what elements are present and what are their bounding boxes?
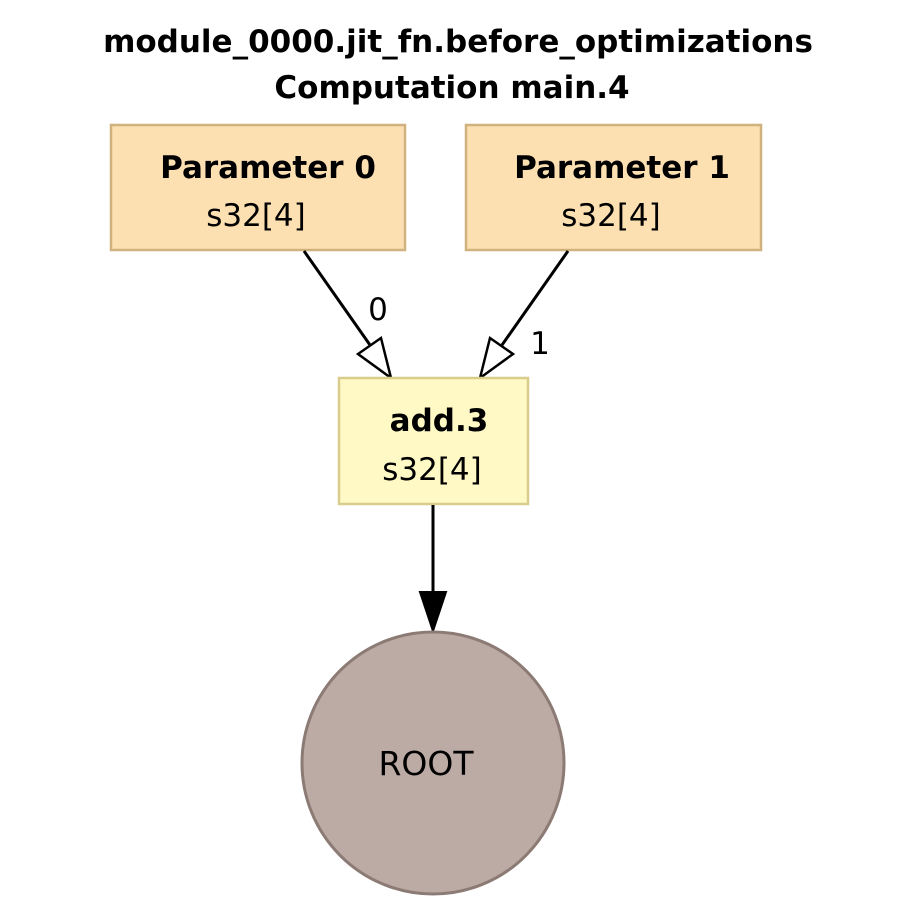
edge-parameter-1-line: [500, 250, 570, 346]
edge-add-to-root: [418, 505, 448, 635]
graph-title-line1: module_0000.jit_fn.before_optimizations: [103, 24, 813, 60]
edge-parameter-0-line: [302, 250, 372, 346]
edge-parameter-1-label: 1: [530, 326, 550, 362]
edge-parameter-0-label: 0: [368, 292, 388, 328]
node-parameter-1[interactable]: Parameter 1 s32[4]: [464, 123, 763, 252]
node-add-3-box: [337, 376, 530, 506]
edge-add-to-root-arrowhead: [418, 591, 448, 635]
node-add-3[interactable]: add.3 s32[4]: [337, 376, 530, 506]
node-parameter-0-box: [109, 123, 407, 252]
edge-parameter-0-arrowhead: [355, 335, 394, 382]
node-parameter-1-box: [464, 123, 763, 252]
node-add-3-title: add.3: [390, 403, 489, 439]
node-root-label: ROOT: [378, 744, 474, 783]
node-parameter-0-title: Parameter 0: [160, 150, 376, 186]
node-parameter-1-title: Parameter 1: [514, 150, 730, 186]
node-parameter-1-type: s32[4]: [561, 198, 661, 234]
node-root-circle: [300, 630, 566, 896]
node-parameter-0-type: s32[4]: [206, 198, 306, 234]
edge-parameter-1-arrowhead: [477, 335, 516, 382]
node-root[interactable]: ROOT: [300, 630, 566, 896]
node-parameter-0[interactable]: Parameter 0 s32[4]: [109, 123, 407, 252]
edge-parameter-1-to-add: 1: [477, 250, 570, 382]
edge-parameter-0-to-add: 0: [302, 250, 394, 382]
graph-title-line2: Computation main.4: [274, 70, 629, 106]
node-add-3-type: s32[4]: [382, 452, 482, 488]
